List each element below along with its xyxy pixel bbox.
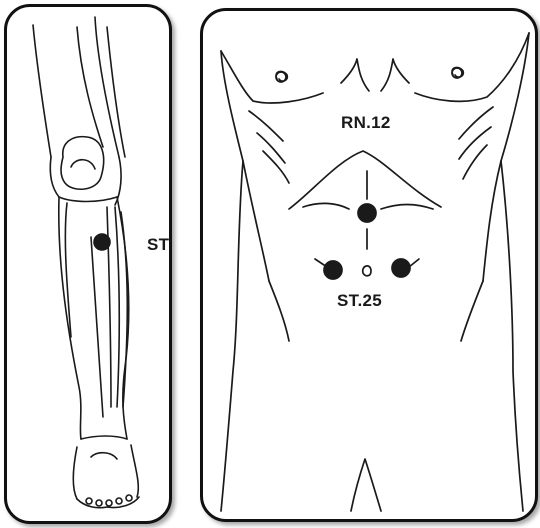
- rn12-acupoint-marker: [358, 204, 376, 222]
- torso-panel: RN.12 ST.25: [200, 8, 538, 522]
- torso-illustration: [203, 11, 535, 519]
- st25-left-acupoint-marker: [324, 261, 342, 279]
- leg-acupoint-marker: [94, 234, 110, 250]
- st25-label: ST.25: [337, 291, 382, 311]
- rn12-label: RN.12: [341, 113, 391, 133]
- leg-point-label: ST: [147, 235, 169, 255]
- leg-panel: ST: [4, 4, 172, 524]
- st25-right-acupoint-marker: [392, 259, 410, 277]
- leg-illustration: [7, 7, 169, 521]
